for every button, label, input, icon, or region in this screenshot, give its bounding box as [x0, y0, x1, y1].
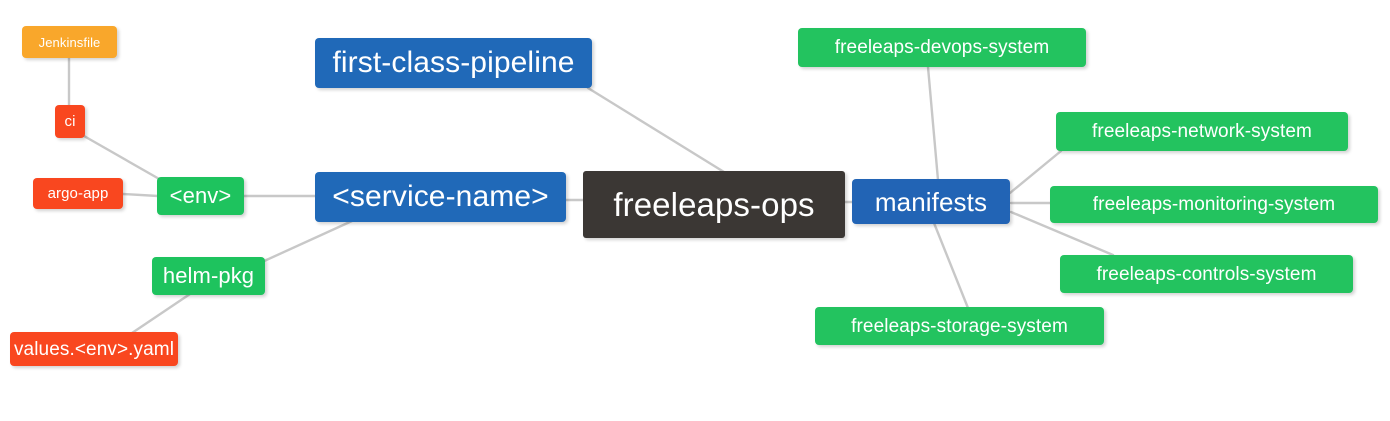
node-freeleaps-devops-system[interactable]: freeleaps-devops-system: [798, 28, 1086, 67]
node-service-name-label: <service-name>: [332, 180, 549, 213]
node-freeleaps-network-system[interactable]: freeleaps-network-system: [1056, 112, 1348, 151]
node-freeleaps-controls-system[interactable]: freeleaps-controls-system: [1060, 255, 1353, 293]
edge-argoapp-env: [121, 192, 160, 198]
node-manifests[interactable]: manifests: [852, 179, 1010, 224]
node-freeleaps-devops-system-label: freeleaps-devops-system: [834, 37, 1050, 58]
edge-ci-env: [82, 134, 163, 182]
node-freeleaps-storage-system[interactable]: freeleaps-storage-system: [815, 307, 1104, 345]
node-ci[interactable]: ci: [55, 105, 85, 138]
node-manifests-label: manifests: [874, 186, 988, 217]
edge-firstclasspipeline-root: [586, 86, 726, 174]
node-freeleaps-monitoring-system-label: freeleaps-monitoring-system: [1092, 194, 1336, 215]
edge-valuesyaml-helmpkg: [130, 292, 192, 335]
edge-helmpkg-servicename: [260, 219, 354, 264]
node-jenkinsfile[interactable]: Jenkinsfile: [22, 26, 117, 58]
node-env[interactable]: <env>: [157, 177, 244, 215]
node-freeleaps-storage-system-label: freeleaps-storage-system: [851, 315, 1068, 337]
node-root-label: freeleaps-ops: [613, 186, 815, 223]
edge-manifests-devops: [926, 65, 940, 182]
node-root-freeleaps-ops[interactable]: freeleaps-ops: [583, 171, 845, 238]
node-helm-pkg-label: helm-pkg: [162, 263, 255, 288]
node-argo-app[interactable]: argo-app: [33, 178, 123, 209]
node-service-name[interactable]: <service-name>: [315, 172, 566, 222]
node-values-yaml-label: values.<env>.yaml: [13, 338, 175, 360]
node-ci-label: ci: [64, 113, 76, 130]
node-env-label: <env>: [169, 183, 232, 208]
node-first-class-pipeline-label: first-class-pipeline: [332, 46, 575, 79]
node-freeleaps-network-system-label: freeleaps-network-system: [1092, 121, 1312, 142]
node-argo-app-label: argo-app: [47, 185, 109, 202]
node-jenkinsfile-label: Jenkinsfile: [38, 34, 101, 50]
node-freeleaps-controls-system-label: freeleaps-controls-system: [1096, 263, 1317, 285]
node-first-class-pipeline[interactable]: first-class-pipeline: [315, 38, 592, 88]
node-freeleaps-monitoring-system[interactable]: freeleaps-monitoring-system: [1050, 186, 1378, 223]
node-helm-pkg[interactable]: helm-pkg: [152, 257, 265, 295]
node-values-yaml[interactable]: values.<env>.yaml: [10, 332, 178, 366]
edge-manifests-storage: [932, 221, 970, 310]
